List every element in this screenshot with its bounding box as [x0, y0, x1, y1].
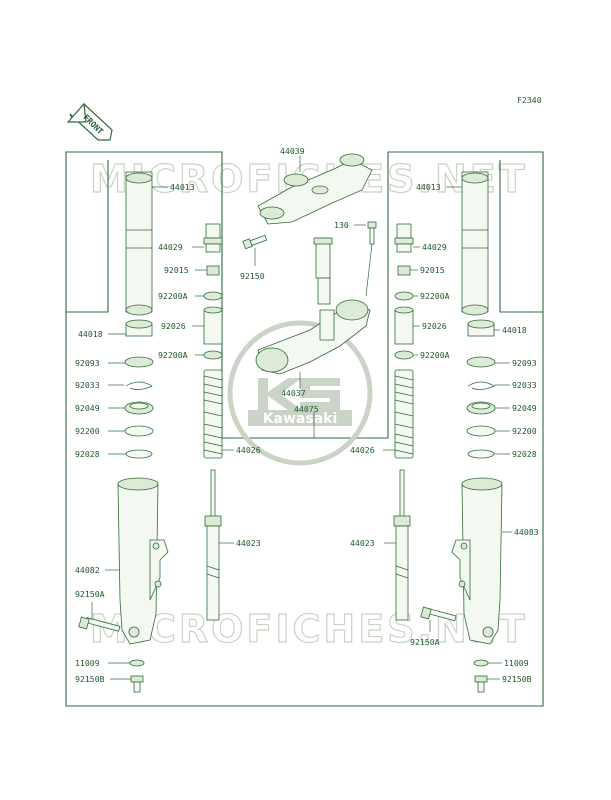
assembly-frame: [65, 151, 544, 707]
right-subbox: [499, 160, 543, 313]
part-92033-right: [467, 381, 495, 390]
outer-fork-left: [117, 477, 169, 645]
label-44013-right: 44013: [416, 182, 441, 192]
label-11009-left: 11009: [75, 658, 100, 668]
nut-92015-left: [206, 265, 220, 276]
left-subbox: [66, 160, 109, 313]
front-arrow-icon: FRONT: [66, 102, 113, 141]
cap-44029-left: [203, 223, 223, 253]
label-44029-right: 44029: [422, 242, 447, 252]
label-92026-left: 92026: [161, 321, 186, 331]
label-11009-right: 11009: [504, 658, 529, 668]
label-92200A-left-top: 92200A: [158, 291, 188, 301]
washer-11009-right: [473, 659, 489, 667]
spring-44026-right: [394, 369, 414, 459]
nut-92015-right: [397, 265, 411, 276]
label-44013-left: 44013: [170, 182, 195, 192]
watermark-bottom: MICROFICHES.NET: [90, 607, 528, 651]
label-92028-left: 92028: [75, 449, 100, 459]
label-44075: 44075: [294, 404, 319, 414]
label-44037: 44037: [281, 388, 306, 398]
label-92028-right: 92028: [512, 449, 537, 459]
label-44082: 44082: [75, 565, 100, 575]
part-92028-left: [125, 449, 153, 459]
washer-92200A-left-bot: [203, 350, 223, 360]
label-44023-left: 44023: [236, 538, 261, 548]
label-44029-left: 44029: [158, 242, 183, 252]
bolt-92150B-left: [130, 675, 144, 693]
cartridge-44023-right: [393, 469, 411, 621]
label-92150A-left: 92150A: [75, 589, 105, 599]
label-92033-right: 92033: [512, 380, 537, 390]
label-44039: 44039: [280, 146, 305, 156]
upper-bracket: [257, 153, 373, 225]
spring-44026-left: [203, 369, 223, 459]
bushing-44018-right: [467, 319, 495, 337]
label-44018-left: 44018: [78, 329, 103, 339]
part-92093-left: [124, 356, 154, 368]
label-92015-right: 92015: [420, 265, 445, 275]
part-92028-right: [467, 449, 495, 459]
brand-logo-text: Kawasaki: [263, 411, 338, 427]
label-92150B-left: 92150B: [75, 674, 105, 684]
diagram-code: F2340: [517, 95, 542, 105]
part-92200-left: [124, 425, 154, 437]
label-44083: 44083: [514, 527, 539, 537]
label-44023-right: 44023: [350, 538, 375, 548]
fork-tube-left: [125, 171, 153, 316]
label-44026-left: 44026: [236, 445, 261, 455]
bolt-92150A-right: [420, 606, 457, 622]
label-92015-left: 92015: [164, 265, 189, 275]
fork-tube-right: [461, 171, 489, 316]
part-92033-left: [125, 381, 153, 390]
label-92150B-right: 92150B: [502, 674, 532, 684]
bushing-44018-left: [125, 319, 153, 337]
part-92049-left: [124, 401, 154, 415]
label-92033-left: 92033: [75, 380, 100, 390]
label-92200A-left-bot: 92200A: [158, 350, 188, 360]
collar-92026-left: [203, 306, 223, 345]
washer-92200A-right-top: [394, 291, 414, 301]
washer-11009-left: [129, 659, 145, 667]
label-92049-right: 92049: [512, 403, 537, 413]
washer-92200A-right-bot: [394, 350, 414, 360]
washer-92200A-left-top: [203, 291, 223, 301]
bolt-92150: [242, 234, 268, 250]
cartridge-44023-left: [204, 469, 222, 621]
label-92200A-right-top: 92200A: [420, 291, 450, 301]
label-92150A-right: 92150A: [410, 637, 440, 647]
part-92049-right: [466, 401, 496, 415]
label-92093-right: 92093: [512, 358, 537, 368]
outer-fork-right: [451, 477, 503, 645]
cap-44029-right: [394, 223, 414, 253]
part-92200-right: [466, 425, 496, 437]
bolt-92150A-left: [78, 616, 121, 632]
kawasaki-logo: Kawasaki: [227, 320, 373, 466]
label-92026-right: 92026: [422, 321, 447, 331]
label-44018-right: 44018: [502, 325, 527, 335]
label-92150: 92150: [240, 271, 265, 281]
label-92200-right: 92200: [512, 426, 537, 436]
bolt-130: [365, 221, 377, 297]
collar-92026-right: [394, 306, 414, 345]
steering-stem: [255, 237, 371, 375]
label-92049-left: 92049: [75, 403, 100, 413]
label-130: 130: [334, 220, 349, 230]
label-92093-left: 92093: [75, 358, 100, 368]
bolt-92150B-right: [474, 675, 488, 693]
part-92093-right: [466, 356, 496, 368]
label-92200-left: 92200: [75, 426, 100, 436]
label-44026-right: 44026: [350, 445, 375, 455]
label-92200A-right-bot: 92200A: [420, 350, 450, 360]
